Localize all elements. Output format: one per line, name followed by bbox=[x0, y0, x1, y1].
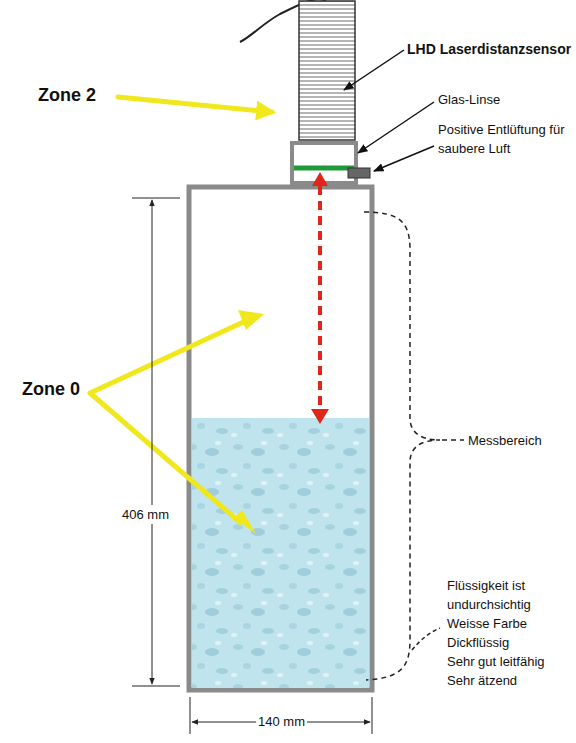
dimension-tick bbox=[372, 697, 373, 734]
part-name: Positive Entlüftung für saubere Luft bbox=[438, 120, 570, 158]
range-label: Messbereich bbox=[468, 431, 542, 450]
zone-arrow bbox=[234, 510, 256, 534]
laser-beam bbox=[318, 186, 322, 410]
leader-line bbox=[358, 102, 434, 153]
range-brace bbox=[364, 212, 440, 680]
purge-vent bbox=[348, 168, 370, 178]
zone-label: Zone 0 bbox=[22, 380, 80, 399]
dimension-tick bbox=[132, 198, 180, 199]
liquid bbox=[192, 418, 369, 688]
glass-lens bbox=[294, 166, 354, 171]
beam-head bbox=[311, 409, 329, 424]
tank-wall bbox=[189, 187, 372, 690]
dimension-label: 406 mm bbox=[120, 505, 171, 524]
zone-label: Zone 2 bbox=[38, 86, 96, 105]
dimension-tick bbox=[190, 697, 191, 734]
property-note: Dickflüssig bbox=[447, 633, 509, 652]
brace-leader bbox=[412, 628, 440, 650]
property-note: Sehr ätzend bbox=[447, 671, 517, 690]
leader-line bbox=[374, 146, 434, 171]
part-name: LHD Laserdistanzsensor bbox=[407, 40, 571, 59]
dimension-tick bbox=[132, 686, 180, 687]
laser-sensor bbox=[299, 1, 355, 140]
zone-arrow bbox=[118, 97, 272, 112]
property-note: Weisse Farbe bbox=[447, 614, 527, 633]
brace-leader bbox=[442, 439, 464, 441]
property-note: Flüssigkeit ist undurchsichtig bbox=[447, 576, 551, 614]
dimension-label: 140 mm bbox=[256, 712, 307, 731]
dimension-line bbox=[152, 200, 153, 684]
zone-arrow bbox=[238, 310, 264, 330]
lens-housing bbox=[292, 143, 356, 183]
zone-arrow bbox=[90, 318, 252, 524]
beam-head bbox=[312, 172, 328, 186]
property-note: Sehr gut leitfähig bbox=[447, 652, 545, 671]
leader-line bbox=[344, 50, 404, 90]
part-name: Glas-Linse bbox=[438, 90, 500, 109]
